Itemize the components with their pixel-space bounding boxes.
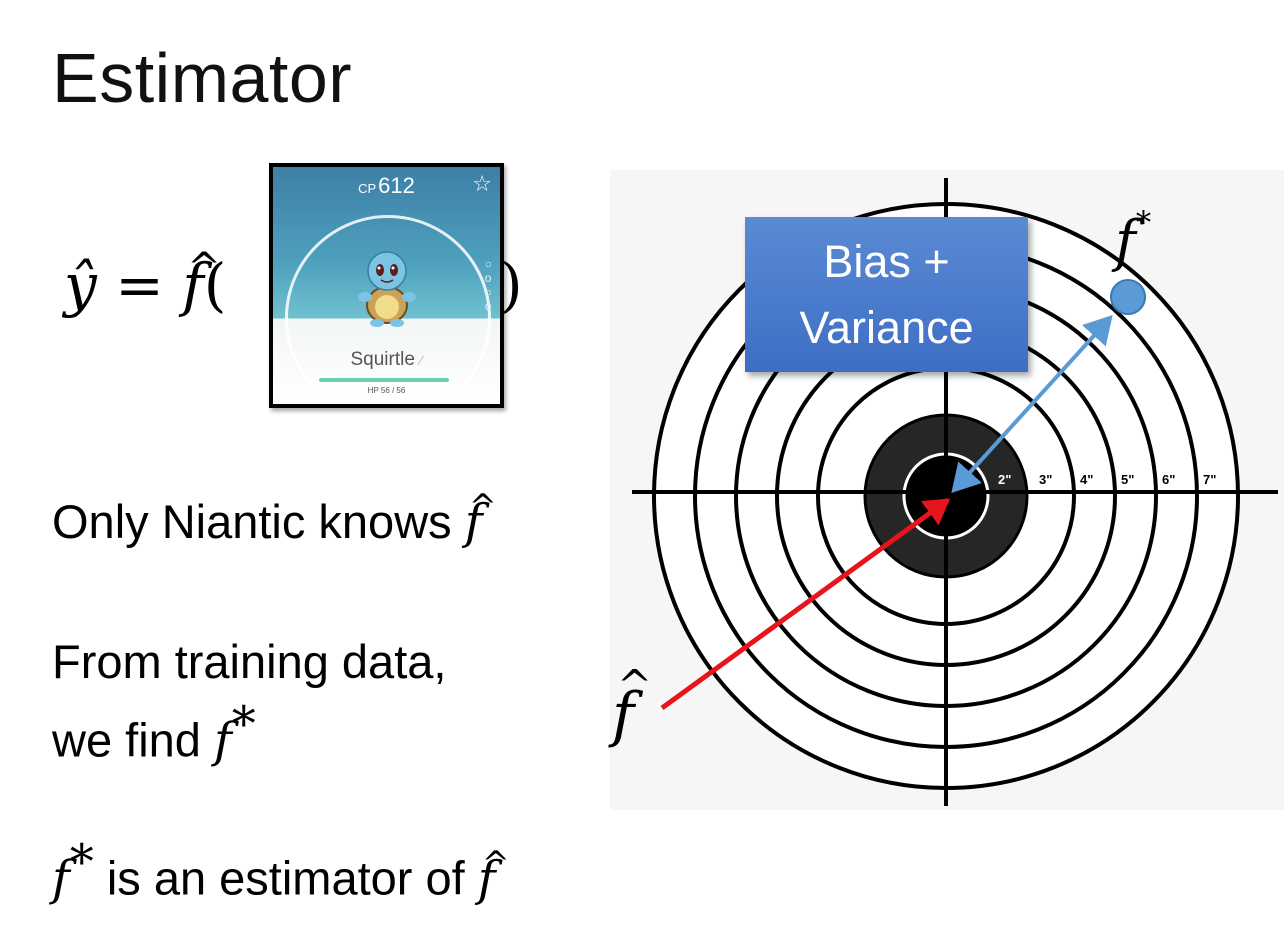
- hp-label: HP 56 / 56: [367, 386, 406, 395]
- fstar-label: f*: [1115, 205, 1151, 275]
- fstar-star: *: [1135, 205, 1152, 241]
- line1-fhat: f: [465, 477, 497, 552]
- line4-fhat: f: [478, 834, 510, 909]
- f-hat-symbol: f: [182, 232, 222, 320]
- capture-arc: [285, 215, 491, 404]
- ring-label-5: 5": [1121, 472, 1134, 487]
- fhat-f: f: [612, 661, 653, 750]
- line1-text: Only Niantic knows: [52, 495, 465, 548]
- hp-bar: [319, 378, 449, 382]
- line-only-niantic: Only Niantic knows f: [52, 477, 497, 552]
- fstar-point: [1110, 279, 1146, 315]
- line2-text: From training data,: [52, 635, 447, 688]
- line4-text: is an estimator of: [93, 851, 478, 905]
- bias-variance-line1: Bias +: [823, 236, 950, 287]
- ring-label-7: 7": [1203, 472, 1216, 487]
- y-hat-symbol: ŷ: [64, 251, 97, 319]
- bias-variance-box: Bias + Variance: [745, 217, 1028, 372]
- fstar-f: f: [1115, 209, 1136, 275]
- ring-label-4: 4": [1080, 472, 1093, 487]
- ring-label-3: 3": [1039, 472, 1052, 487]
- cp-prefix: CP: [358, 181, 377, 196]
- close-paren: ): [500, 251, 523, 319]
- line-estimator-of: f* is an estimator of f: [52, 832, 510, 909]
- bias-arrow: [660, 497, 951, 711]
- bias-variance-line2: Variance: [799, 302, 974, 353]
- cp-label: CP612: [273, 173, 500, 199]
- line3-text: we find: [52, 713, 214, 767]
- slide-title: Estimator: [52, 39, 353, 117]
- variance-arrow: [951, 315, 1113, 493]
- cp-value: 612: [378, 173, 415, 198]
- star-icon: ☆: [472, 171, 492, 196]
- estimator-formula: ŷ = f(: [64, 232, 226, 320]
- pokemon-name-text: Squirtle: [350, 349, 415, 370]
- line3-star: *: [231, 696, 256, 752]
- line4-f: f: [52, 850, 70, 907]
- ring-label-6: 6": [1162, 472, 1175, 487]
- bubbles-decoration: ○o○o: [484, 257, 492, 313]
- line-we-find: we find f*: [52, 694, 256, 771]
- squirtle-illustration: [358, 251, 416, 327]
- line3-f: f: [213, 712, 232, 769]
- line-from-training: From training data,: [52, 632, 446, 692]
- ring-label-2: 2": [998, 472, 1011, 487]
- pokemon-name: Squirtle ⁄: [273, 349, 500, 371]
- pokemon-card-image: CP612 ☆ ○o○o Squirtle ⁄ HP 56 / 56: [269, 163, 504, 408]
- equals-sign: =: [115, 251, 164, 319]
- fhat-label: f: [612, 661, 653, 750]
- line4-star: *: [69, 834, 94, 890]
- edit-pencil-icon: ⁄: [420, 352, 423, 368]
